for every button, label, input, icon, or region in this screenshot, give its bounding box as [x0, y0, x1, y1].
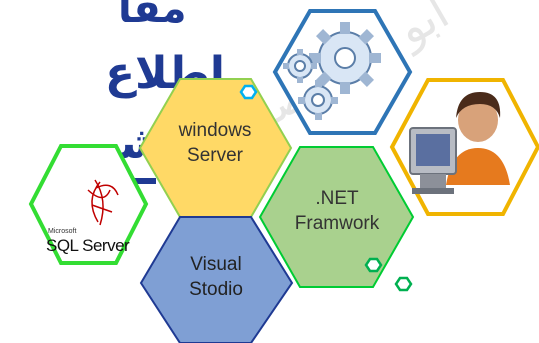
dotnet-line2: Framwork: [294, 213, 380, 234]
sql-server-logo-icon: [87, 179, 119, 226]
windows-server-line1: windows: [178, 120, 252, 141]
sql-server-logo-small: Microsoft: [48, 228, 77, 235]
visual-studio-line1: Visual: [190, 254, 242, 275]
gears-icon: [283, 22, 381, 120]
hex-visual-studio: [139, 216, 294, 343]
dotnet-framework-label: .NET Framwork: [282, 186, 392, 236]
visual-studio-label: Visual Stodio: [161, 252, 271, 302]
sql-server-logo-text: SQL Server: [46, 236, 130, 255]
small-hex-green-2: [394, 276, 413, 292]
hex-dotnet-framework: [258, 146, 415, 288]
small-hex-cyan: [239, 84, 258, 100]
windows-server-label: windows Server: [160, 118, 270, 168]
hex-sql-server: [28, 144, 149, 265]
small-hex-green-1: [364, 257, 383, 273]
dotnet-line1: .NET: [315, 188, 359, 209]
visual-studio-line2: Stodio: [189, 279, 243, 300]
computer-user-icon: [409, 92, 510, 194]
windows-server-line2: Server: [187, 145, 243, 166]
arabic-heading-line1: مقا: [118, 0, 187, 32]
heading-underline: [120, 178, 156, 184]
